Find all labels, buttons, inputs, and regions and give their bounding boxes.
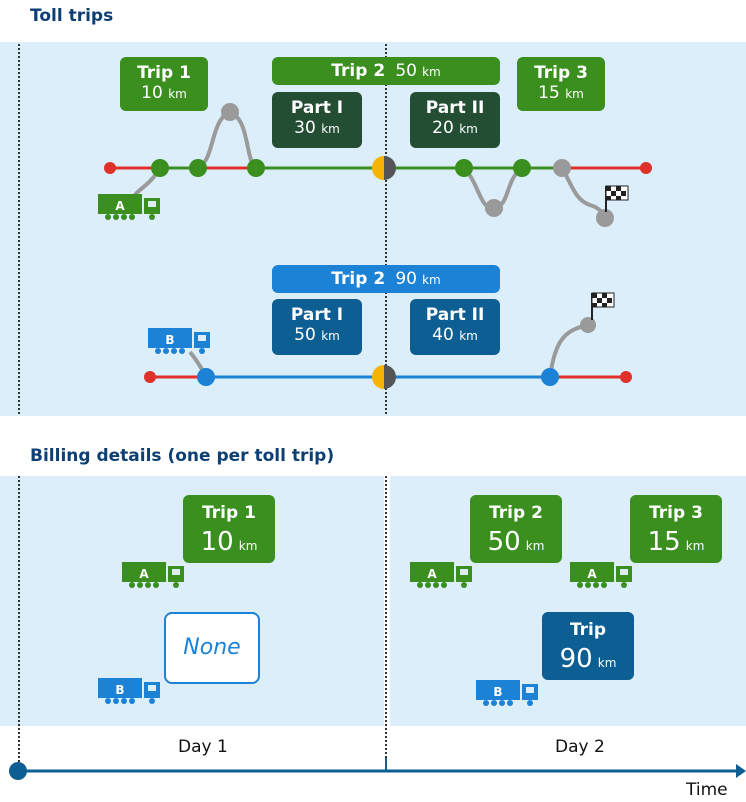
truck-b-icon	[148, 328, 210, 354]
blue-part1-unit: km	[321, 329, 340, 343]
billing-trip3-box: Trip 3 15 km	[630, 495, 722, 563]
trip3-box: Trip 3 15 km	[517, 57, 605, 111]
route-a-node	[189, 159, 207, 177]
green-part2-distance: 20	[432, 118, 454, 138]
truck-a-letter: A	[115, 199, 125, 213]
billing-tripb-distance: 90	[559, 644, 593, 674]
timeline-axis	[9, 758, 746, 780]
truck-a-icon	[98, 194, 160, 220]
route-a-start-dot	[104, 162, 116, 174]
route-a-node	[247, 159, 265, 177]
billing-trip2-distance: 50	[487, 527, 521, 557]
toll-trips-title: Toll trips	[30, 6, 114, 26]
billing-title: Billing details (one per toll trip)	[30, 446, 335, 466]
route-a-node	[455, 159, 473, 177]
destination-dot	[596, 209, 614, 227]
green-part1-box: Part I 30 km	[272, 92, 362, 148]
green-part2-unit: km	[459, 122, 478, 136]
truck-a-icon	[122, 562, 184, 588]
billing-trip3-title: Trip 3	[649, 503, 703, 523]
truck-b-letter: B	[115, 683, 124, 697]
blue-part1-distance: 50	[294, 325, 316, 345]
billing-trip2-box: Trip 2 50 km	[470, 495, 562, 563]
truck-b-icon	[476, 680, 538, 706]
trip1-distance: 10	[141, 83, 163, 103]
billing-trip2-unit: km	[525, 539, 545, 553]
billing-tripb-title: Trip	[569, 620, 607, 640]
route-a-end-dot	[640, 162, 652, 174]
trip3-distance: 15	[538, 83, 560, 103]
blue-part2-distance: 40	[432, 325, 454, 345]
day1-label: Day 1	[178, 737, 228, 757]
day-start-divider	[18, 44, 20, 414]
green-part1-distance: 30	[294, 118, 316, 138]
green-part1-unit: km	[321, 122, 340, 136]
blue-trip2-unit: km	[422, 273, 441, 287]
billing-trip2-title: Trip 2	[489, 503, 543, 523]
trip3-title: Trip 3	[534, 63, 588, 83]
blue-part2-title: Part II	[425, 305, 485, 325]
truck-b-letter: B	[165, 333, 174, 347]
billing-tripb-box: Trip 90 km	[542, 612, 634, 680]
blue-part1-box: Part I 50 km	[272, 299, 362, 355]
route-a-node	[553, 159, 571, 177]
trip2-box: Trip 2 50 km	[272, 57, 500, 85]
blue-trip2-title: Trip 2	[331, 269, 386, 289]
midnight-divider-top	[385, 44, 387, 414]
finish-flag-icon	[591, 292, 615, 320]
billing-trip3-distance: 15	[647, 527, 681, 557]
midnight-divider-bottom	[385, 476, 387, 766]
green-part2-title: Part II	[425, 98, 485, 118]
trip1-unit: km	[168, 87, 187, 101]
route-a-node	[513, 159, 531, 177]
billing-none-label: None	[183, 635, 241, 660]
truck-a-icon	[410, 562, 472, 588]
trip1-box: Trip 1 10 km	[120, 57, 208, 111]
route-a-node	[151, 159, 169, 177]
trip2-title: Trip 2	[331, 61, 386, 81]
day2-label: Day 2	[555, 737, 605, 757]
billing-tripb-unit: km	[597, 656, 617, 670]
truck-b-icon	[98, 678, 160, 704]
blue-part2-box: Part II 40 km	[410, 299, 500, 355]
blue-part2-unit: km	[459, 329, 478, 343]
trip3-unit: km	[565, 87, 584, 101]
truck-a-letter: A	[139, 567, 149, 581]
trip2-unit: km	[422, 65, 441, 79]
billing-trip1-unit: km	[238, 539, 258, 553]
blue-trip2-box: Trip 2 90 km	[272, 265, 500, 293]
trip2-distance: 50	[395, 61, 417, 81]
detour-dot	[485, 199, 503, 217]
route-b	[144, 317, 632, 389]
day-start-divider-bottom	[18, 476, 20, 766]
billing-trip1-distance: 10	[200, 527, 234, 557]
blue-part1-title: Part I	[290, 305, 344, 325]
truck-a-letter: A	[587, 567, 597, 581]
detour-dot	[221, 103, 239, 121]
green-part2-box: Part II 20 km	[410, 92, 500, 148]
time-axis-label: Time	[686, 780, 728, 800]
blue-trip2-distance: 90	[395, 269, 417, 289]
finish-flag-icon	[605, 185, 629, 212]
billing-trip1-title: Trip 1	[202, 503, 256, 523]
route-a	[104, 103, 652, 227]
billing-none-box: None	[164, 612, 260, 684]
truck-a-letter: A	[427, 567, 437, 581]
billing-trip3-unit: km	[685, 539, 705, 553]
green-part1-title: Part I	[290, 98, 344, 118]
billing-trip1-box: Trip 1 10 km	[183, 495, 275, 563]
trip1-title: Trip 1	[137, 63, 191, 83]
truck-b-letter: B	[493, 685, 502, 699]
truck-a-icon	[570, 562, 632, 588]
